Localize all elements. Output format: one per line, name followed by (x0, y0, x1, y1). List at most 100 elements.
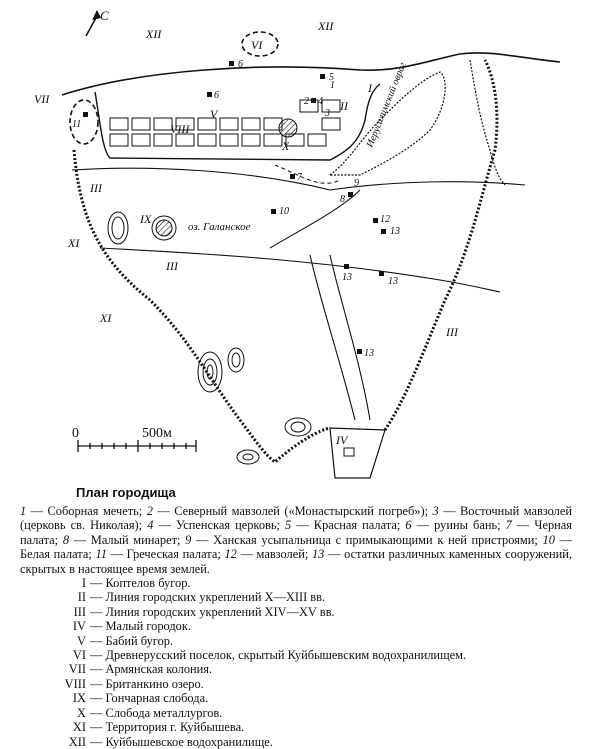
north-label: С (100, 8, 109, 23)
num-1: 1 (330, 80, 335, 91)
num-6b: 6 (214, 90, 219, 101)
roman-text: — Армянская колония. (90, 662, 213, 677)
legend-num: 9 (185, 532, 197, 547)
roman-num: XI (72, 720, 86, 735)
road-upper (71, 167, 526, 191)
roman-num: III (73, 604, 86, 619)
legend-text: — Красная палата; (296, 518, 406, 533)
fortification-line-III (72, 59, 499, 464)
britankino-lake (278, 118, 298, 138)
mound-group (107, 211, 312, 465)
legend-text: — Успенская церковь; (158, 518, 286, 533)
num-5: 5 (329, 72, 334, 83)
num-8: 8 (340, 194, 345, 205)
label-III-right: III (445, 325, 459, 339)
area-VII-outline (69, 99, 99, 145)
north-arrow-icon (85, 10, 101, 37)
num-6a: 6 (238, 59, 243, 70)
legend-num: 3 (432, 504, 444, 518)
legend-num: 6 (405, 518, 417, 533)
roman-legend-item: VIII — Британкино озеро. (20, 677, 572, 691)
roman-text: — Слобода металлургов. (90, 705, 223, 720)
roman-text: — Линия городских укреплений X—XIII вв. (90, 590, 326, 605)
label-XI-mid: XI (99, 311, 112, 325)
roman-num: VI (72, 648, 86, 663)
area-VI-outline (241, 31, 279, 57)
num-3: 3 (324, 108, 330, 119)
num-10: 10 (279, 206, 289, 217)
ravine-edge-right (469, 59, 506, 186)
numbered-legend: 1 — Соборная мечеть; 2 — Северный мавзол… (20, 504, 572, 576)
scale-zero: 0 (72, 426, 79, 441)
legend-text: — руины бань; (416, 518, 506, 533)
label-X: X (281, 139, 290, 153)
roman-text: — Территория г. Куйбышева. (90, 720, 245, 735)
num-13c: 13 (388, 276, 398, 287)
roman-num: V (77, 633, 86, 648)
legend-num: 13 (311, 547, 329, 562)
roman-text: — Линия городских укреплений XIV—XV вв. (90, 604, 335, 619)
roman-num: X (77, 705, 86, 720)
roman-text: — Британкино озеро. (90, 676, 204, 691)
roman-num: VIII (64, 676, 86, 691)
num-13b: 13 (342, 272, 352, 283)
road-lower (99, 247, 501, 293)
roman-legend-item: II — Линия городских укреплений X—XIII вв… (20, 590, 572, 604)
roman-legend-item: IX — Гончарная слобода. (20, 691, 572, 705)
dashed-path (274, 164, 341, 184)
label-IV: IV (335, 433, 349, 447)
num-11: 11 (72, 119, 81, 130)
label-III-mid: III (165, 259, 179, 273)
roman-num: XII (68, 734, 86, 749)
num-13d: 13 (364, 348, 374, 359)
roman-num: VII (68, 662, 86, 677)
roman-text: — Куйбышевское водохранилище. (90, 734, 273, 749)
roman-text: — Бабий бугор. (90, 633, 174, 648)
roman-num: I (81, 576, 86, 591)
label-VI: VI (251, 38, 263, 52)
roman-num: II (77, 590, 86, 605)
roman-legend-item: X — Слобода металлургов. (20, 706, 572, 720)
legend-num: 4 (147, 518, 159, 533)
ravine-edge (328, 71, 446, 176)
fortification-line-II (94, 83, 381, 161)
settlement-map: С (34, 8, 561, 479)
small-fortress-IV (329, 427, 386, 479)
label-II: II (339, 99, 349, 113)
legend-text: — Ханская усыпальница с примыкающими к н… (196, 532, 543, 547)
label-XI-top: XI (67, 236, 80, 250)
legend-num: 11 (95, 547, 111, 562)
roman-num: IV (72, 619, 86, 634)
roman-num: IX (72, 691, 86, 706)
roman-legend-item: XI — Территория г. Куйбышева. (20, 720, 572, 734)
legend-num: 10 (542, 532, 560, 547)
label-VIII: VIII (170, 122, 190, 136)
num-12: 12 (380, 214, 390, 225)
roman-legend: I — Коптелов бугор. II — Линия городских ук… (20, 576, 572, 749)
scale-bar (77, 440, 197, 452)
label-V: V (210, 107, 219, 121)
legend-title: План городища (76, 485, 176, 500)
label-XII-right: XII (317, 19, 334, 33)
legend-num: 7 (505, 518, 517, 533)
legend-text: — Черная палата; (20, 518, 572, 547)
roman-text: — Коптелов бугор. (90, 576, 191, 591)
road-south (309, 254, 356, 421)
roman-text: — Малый городок. (90, 619, 191, 634)
lake-label: оз. Галанское (188, 221, 251, 233)
label-I: I (367, 81, 373, 95)
legend-num: 5 (285, 518, 297, 533)
legend-text: — Восточный мавзолей (церковь св. Никола… (20, 504, 572, 533)
roman-text: — Гончарная слобода. (90, 691, 209, 706)
num-2: 2 (304, 96, 309, 107)
roman-legend-item: I — Коптелов бугор. (20, 576, 572, 590)
legend: 1 — Соборная мечеть; 2 — Северный мавзол… (20, 504, 572, 749)
num-7: 7 (297, 172, 303, 183)
road-south-2 (329, 254, 371, 421)
fortress-building (343, 447, 355, 457)
roman-legend-item: VI— Древнерусский поселок, скрытый Куйбы… (20, 648, 572, 662)
legend-num: 12 (224, 547, 241, 562)
scale-distance: 500м (142, 426, 172, 441)
roman-legend-item: XII — Куйбышевское водохранилище. (20, 735, 572, 749)
legend-text: — мавзолей; (240, 547, 312, 562)
